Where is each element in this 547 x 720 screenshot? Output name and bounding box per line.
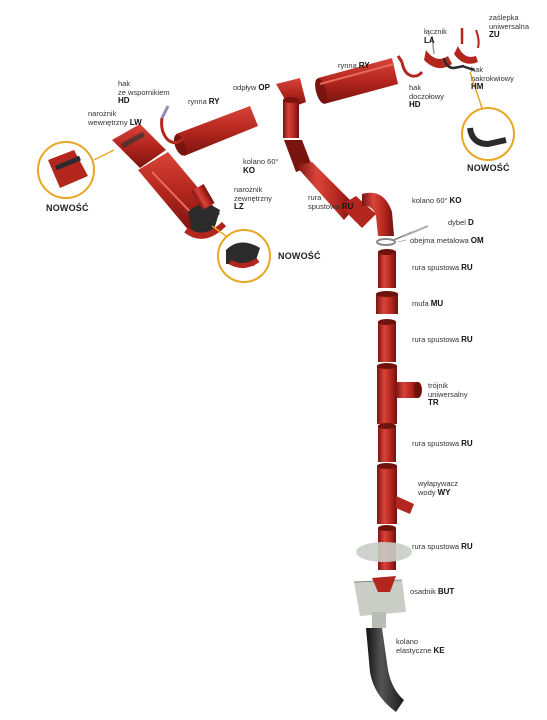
label-tr: trójnik uniwersalny TR: [428, 382, 468, 408]
tee-tr: [377, 363, 422, 424]
settler-but: [354, 542, 412, 628]
label-ru-upper: rura spustowa RU: [308, 194, 353, 211]
label-hd-left: hak ze wspornikiem HD: [118, 80, 170, 106]
outlet-op: [276, 78, 306, 138]
rain-catcher-wy: [377, 463, 414, 524]
callout-circle-lw: [38, 142, 114, 198]
label-lw: narożnik wewnętrzny LW: [88, 110, 142, 127]
new-badge-lz: NOWOŚĆ: [278, 251, 321, 261]
new-badge-hm: NOWOŚĆ: [467, 163, 510, 173]
outer-corner-lz: [186, 204, 224, 236]
callout-circle-lz: [212, 226, 270, 282]
end-cap-zu: [454, 28, 479, 64]
pipe-ru-2: [378, 319, 396, 362]
label-hm: hak nakrokwiowy HM: [471, 66, 514, 92]
label-ko-left: kolano 60° KO: [243, 158, 279, 175]
label-hd-right: hak doczołowy HD: [409, 84, 444, 110]
label-ke: kolano elastyczne KE: [396, 638, 445, 655]
new-badge-lw: NOWOŚĆ: [46, 203, 89, 213]
gutter-ry-left: [172, 106, 258, 157]
label-ko-right: kolano 60°KO: [412, 197, 462, 206]
pipe-ru-upper: [284, 140, 376, 228]
label-lz: narożnik zewnętrzny LZ: [234, 186, 272, 212]
hook-hd-right: [398, 56, 422, 76]
label-zu: zaślepka uniwersalna ZU: [489, 14, 529, 40]
pipe-ru-1: [378, 249, 396, 288]
label-wy: wyłapywacz wody WY: [418, 480, 458, 497]
coupler-mu: [376, 291, 398, 314]
dowel-d: [404, 226, 428, 236]
label-la: łącznik LA: [424, 28, 447, 45]
pipe-ru-3: [378, 423, 396, 462]
leader-lines: [398, 240, 406, 242]
